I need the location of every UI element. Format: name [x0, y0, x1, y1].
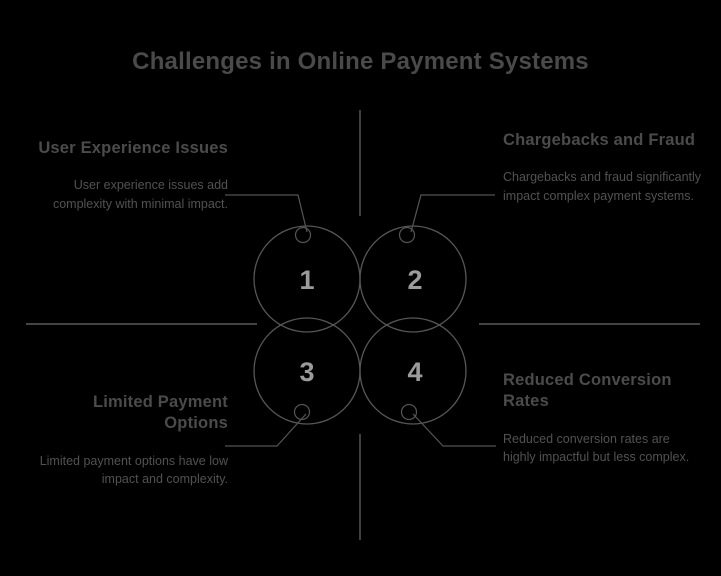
venn-circle-4[interactable] [359, 317, 467, 425]
venn-number-4: 4 [407, 357, 422, 387]
connector-node-3 [293, 403, 311, 421]
quadrant-body-4: Reduced conversion rates are highly impa… [503, 431, 690, 464]
quadrant-heading-3: Limited Payment Options [92, 393, 228, 433]
connector-node-2 [398, 226, 416, 244]
quadrant-heading-4: Reduced Conversion Rates [503, 371, 672, 411]
leader-line-4 [412, 413, 496, 447]
quadrant-body-1: User experience issues add complexity wi… [52, 178, 228, 211]
quadrant-bottom-right: Reduced Conversion Rates Reduced convers… [503, 370, 703, 466]
quadrant-bottom-left: Limited Payment Options Limited payment … [28, 392, 228, 488]
quadrant-body-3: Limited payment options have low impact … [39, 453, 228, 486]
page-title: Challenges in Online Payment Systems [132, 48, 589, 75]
quadrant-heading-1: User Experience Issues [38, 139, 228, 157]
connector-node-4 [400, 403, 418, 421]
leader-line-2 [410, 194, 495, 233]
quadrant-top-left: User Experience Issues User experience i… [28, 138, 228, 213]
leader-line-3 [225, 413, 307, 447]
venn-number-1: 1 [299, 265, 314, 295]
quadrant-heading-2: Chargebacks and Fraud [503, 131, 696, 149]
leader-line-1 [225, 194, 308, 233]
venn-number-3: 3 [299, 357, 314, 387]
connector-node-1 [294, 226, 312, 244]
venn-number-2: 2 [407, 265, 422, 295]
quadrant-body-2: Chargebacks and fraud significantly impa… [503, 170, 702, 203]
quadrant-top-right: Chargebacks and Fraud Chargebacks and fr… [503, 130, 703, 205]
